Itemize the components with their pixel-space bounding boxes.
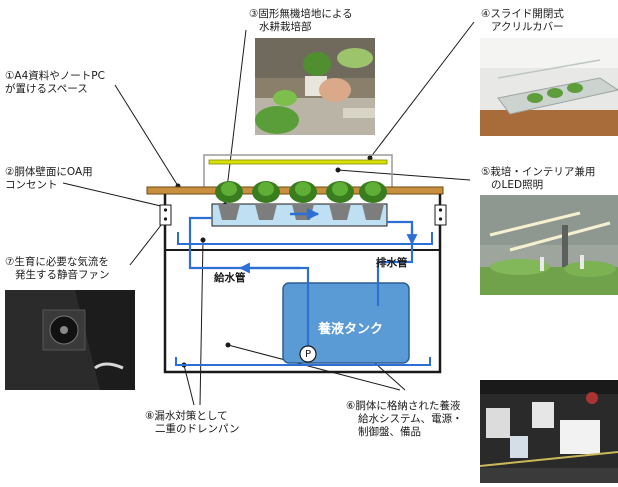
callout-1-line-1: ①A4資料やノートPC (5, 70, 105, 82)
callout-4: ④スライド開閉式 アクリルカバー (481, 8, 564, 34)
pump-label: P (305, 349, 312, 360)
callout-5-line-2: のLED照明 (491, 179, 544, 191)
photo-storage-interior (480, 380, 618, 483)
callout-5: ⑤栽培・インテリア兼用 のLED照明 (481, 166, 595, 192)
callout-2-line-1: ②胴体壁面にOA用 (5, 166, 93, 178)
callout-4-line-1: ④スライド開閉式 (481, 8, 564, 20)
callout-3: ③固形無機培地による 水耕栽培部 (249, 8, 353, 34)
lower-drain-pan (175, 357, 431, 366)
photo-hydroponic-section (255, 38, 375, 135)
callout-2-line-2: コンセント (5, 179, 58, 191)
upper-drain-pan (177, 232, 433, 245)
drain-pipe-line (376, 220, 414, 306)
callout-6: ⑥胴体に格納された養液 給水システム、電源・ 制御盤、備品 (346, 400, 463, 439)
photo-led-lighting (480, 195, 618, 295)
callout-8: ⑧漏水対策として 二重のドレンパン (145, 410, 240, 436)
plant-5 (359, 181, 387, 220)
photo-silent-fan (5, 290, 135, 390)
oa-outlet-right (434, 204, 447, 226)
callout-5-line-1: ⑤栽培・インテリア兼用 (481, 166, 596, 178)
callout-1: ①A4資料やノートPC が置けるスペース (5, 70, 105, 96)
callout-8-line-1: ⑧漏水対策として (145, 410, 228, 422)
callout-3-line-1: ③固形無機培地による (249, 8, 353, 20)
supply-pipe-label: 給水管 (214, 272, 246, 284)
callout-6-line-3: 制御盤、備品 (358, 426, 421, 438)
callout-6-line-1: ⑥胴体に格納された養液 (346, 400, 461, 412)
callout-7-line-2: 発生する静音ファン (15, 269, 110, 281)
led-light-bar (208, 159, 388, 165)
photo-acrylic-cover (480, 38, 618, 136)
callout-6-line-2: 給水システム、電源・ (358, 413, 463, 425)
supply-pipe-line (188, 216, 310, 350)
callout-8-line-2: 二重のドレンパン (155, 423, 240, 435)
callout-3-line-2: 水耕栽培部 (259, 21, 312, 33)
callout-7: ⑦生育に必要な気流を 発生する静音ファン (5, 256, 110, 282)
planter-body (163, 194, 442, 374)
drain-pipe-label: 排水管 (376, 257, 408, 269)
pump (299, 345, 317, 363)
oa-outlet-left (159, 204, 172, 226)
callout-1-line-2: が置けるスペース (5, 83, 88, 95)
callout-7-line-1: ⑦生育に必要な気流を (5, 256, 109, 268)
callout-4-line-2: アクリルカバー (491, 21, 564, 33)
lettuce-plants (215, 181, 387, 220)
plant-2 (252, 181, 280, 220)
plant-4 (326, 181, 354, 220)
nutrient-tank-label: 養液タンク (318, 322, 384, 337)
plant-1 (215, 181, 243, 220)
callout-2: ②胴体壁面にOA用 コンセント (5, 166, 93, 192)
